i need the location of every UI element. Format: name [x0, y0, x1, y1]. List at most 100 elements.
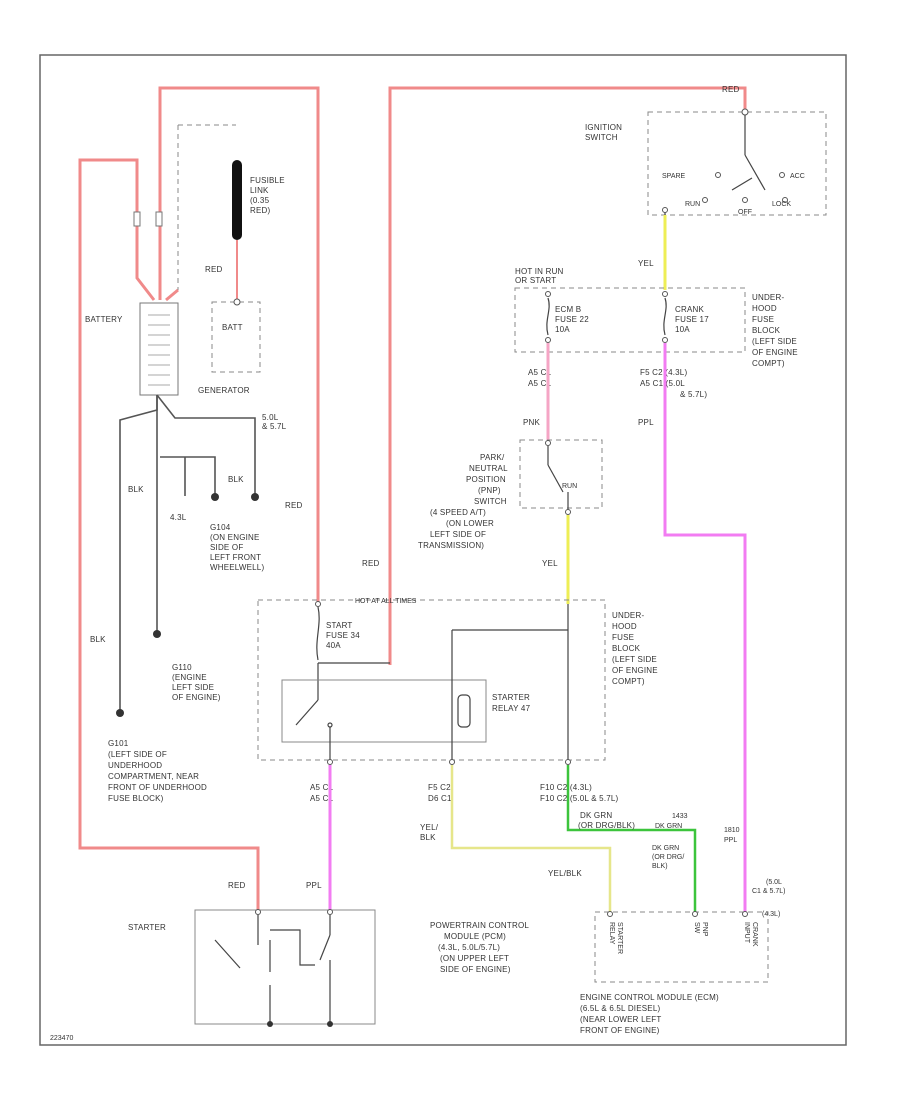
conn3-label: F10 C2 (4.3L)F10 C2 (5.0L & 5.7L): [540, 783, 619, 803]
starter-relay-box: [281, 679, 487, 743]
pcm-pin-pnp: [692, 911, 698, 917]
diagram-frame: [39, 54, 847, 1046]
dkgrn-label: DK GRN(OR DRG/BLK): [578, 811, 635, 830]
starter-terminal-batt: [255, 909, 261, 915]
pnp-switch-box: [519, 439, 603, 509]
relay-switch: [295, 690, 333, 760]
conn-right-label: F5 C2 (4.3L)A5 C1 (5.0L& 5.7L): [640, 368, 707, 399]
ground-g101: [116, 709, 124, 717]
yelblk2-label: YEL/BLK: [548, 869, 582, 878]
pnp-run-label: RUN: [562, 483, 577, 490]
relay-terminal-coil: [449, 759, 455, 765]
ground-g104-a: [211, 493, 219, 501]
ignition-contact-lock: [782, 197, 788, 203]
ecm-fuse-bottom: [545, 337, 551, 343]
yelblk-label: YEL/BLK: [420, 823, 439, 842]
footer-id: 223470: [50, 1035, 73, 1042]
ground-g110: [153, 630, 161, 638]
wire-blk-to-g101: [119, 395, 158, 712]
pnk-label: PNK: [523, 418, 541, 427]
battery-label: BATTERY: [85, 315, 123, 324]
dkgrn2-label: DK GRN(OR DRG/BLK): [652, 845, 684, 870]
pcm-pin-crank-label: CRANKINPUT: [743, 922, 758, 947]
blk-label-1: BLK: [128, 485, 144, 494]
run-label: RUN: [685, 201, 700, 208]
wire-red-top-to-ignition: [388, 86, 747, 665]
lock-label: LOCK: [772, 201, 791, 208]
crank-fuse: [663, 297, 667, 336]
acc-label: ACC: [790, 173, 805, 180]
crank-fuse-top: [662, 291, 668, 297]
starter-box: [194, 909, 376, 1025]
pcm-pin-pnp-label: PNPSW: [693, 922, 708, 937]
v50-label: 5.0L& 5.7L: [262, 413, 287, 431]
red-mid-label: RED: [285, 501, 303, 510]
battery-cable-boundary: [177, 124, 236, 290]
yel-top-label: YEL: [638, 259, 654, 268]
starter-solenoid: [214, 915, 331, 1024]
ground-g104-b: [251, 493, 259, 501]
ppl-starter-label: PPL: [306, 881, 322, 890]
relay-terminal-out: [327, 759, 333, 765]
generator-terminal: [233, 298, 241, 306]
red-gen-label: RED: [205, 265, 223, 274]
ppl-right-label: PPL: [638, 418, 654, 427]
pnp-contacts: [547, 446, 569, 512]
wire-red-battery-to-starter: [78, 158, 260, 910]
wire-red-battery-to-fuseblock: [158, 86, 320, 604]
yel-mid-label: YEL: [542, 559, 558, 568]
wire-blk-to-g104: [156, 394, 256, 496]
generator-box: [211, 301, 261, 373]
relay-terminal-pnp: [565, 759, 571, 765]
ignition-switch-box: [647, 111, 827, 216]
ignition-contact-off: [742, 197, 748, 203]
pcm-ecm-box: [594, 911, 769, 983]
red-top-label: RED: [722, 85, 740, 94]
v43-label: 4.3L: [170, 513, 187, 522]
start-fuse: [316, 606, 390, 690]
crank-fuse-bottom: [662, 337, 668, 343]
ignition-contact-acc: [779, 172, 785, 178]
ignition-contact-start: [662, 207, 668, 213]
fusible-link: [232, 160, 242, 300]
generator-label: GENERATOR: [198, 386, 250, 395]
starter-label: STARTER: [128, 923, 166, 932]
ignition-contacts: [664, 115, 766, 215]
pcm-pin-starter-relay: [607, 911, 613, 917]
blk-label-3: BLK: [90, 635, 106, 644]
ecm-fuse-top: [545, 291, 551, 297]
ignition-terminal: [741, 108, 749, 116]
ignition-contact-run: [702, 197, 708, 203]
spare-label: SPARE: [662, 173, 686, 180]
wire-red-battery-stub: [165, 288, 179, 302]
start-fuse-top: [315, 601, 321, 607]
battery: [139, 302, 179, 396]
blk-label-2: BLK: [228, 475, 244, 484]
wire-blk-g104-branches: [160, 456, 216, 496]
hot-at-all-times-label: HOT AT ALL TIMES: [355, 598, 417, 605]
ecm-label: ENGINE CONTROL MODULE (ECM)(6.5L & 6.5L …: [580, 993, 719, 1035]
starter-terminal-s: [327, 909, 333, 915]
pcm-pin-crank: [742, 911, 748, 917]
